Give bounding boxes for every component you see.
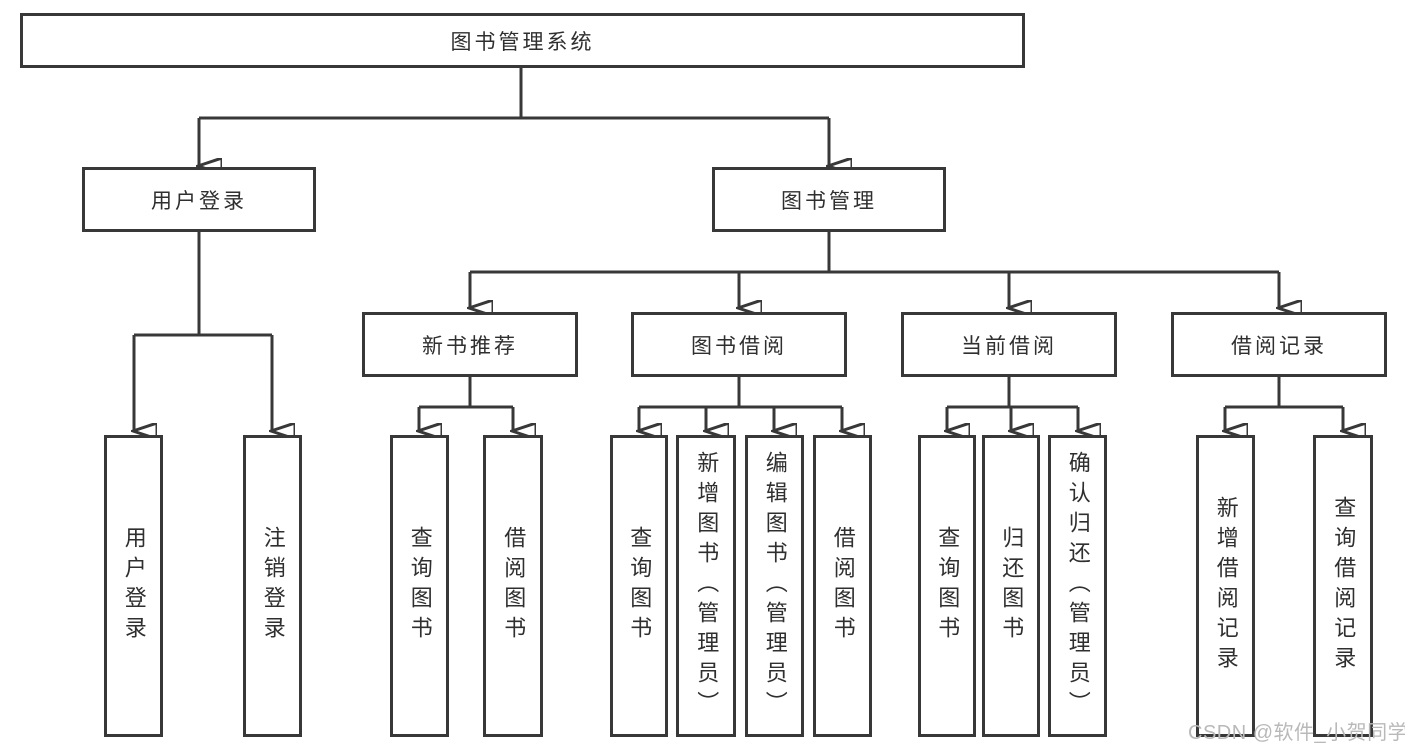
leaf-label: 确认归还（管理员）	[1065, 451, 1091, 721]
node-label: 借阅记录	[1231, 334, 1327, 358]
node-label: 图书借阅	[691, 334, 787, 358]
node-book-management: 图书管理	[712, 167, 946, 232]
node-label: 新书推荐	[422, 334, 518, 358]
leaf-label: 借阅图书	[830, 526, 856, 646]
leaf-confirm-return-admin: 确认归还（管理员）	[1048, 435, 1107, 737]
node-user-login: 用户登录	[82, 167, 316, 232]
node-library-management-system: 图书管理系统	[20, 13, 1025, 68]
node-current-borrowing: 当前借阅	[901, 312, 1117, 377]
leaf-label: 查询借阅记录	[1331, 496, 1357, 676]
node-new-book-recommend: 新书推荐	[362, 312, 578, 377]
leaf-label: 新增图书（管理员）	[694, 451, 720, 721]
leaf-label: 查询图书	[935, 526, 961, 646]
leaf-add-borrow-record: 新增借阅记录	[1196, 435, 1255, 737]
leaf-borrow-books-recommend: 借阅图书	[483, 435, 543, 737]
leaf-label: 编辑图书（管理员）	[762, 451, 788, 721]
leaf-query-borrow-record: 查询借阅记录	[1313, 435, 1373, 737]
leaf-label: 新增借阅记录	[1213, 496, 1239, 676]
leaf-query-books-current: 查询图书	[918, 435, 976, 737]
node-label: 当前借阅	[961, 334, 1057, 358]
leaf-logout: 注销登录	[243, 435, 302, 737]
leaf-query-books-recommend: 查询图书	[390, 435, 449, 737]
leaf-label: 借阅图书	[501, 526, 527, 646]
node-borrow-records: 借阅记录	[1171, 312, 1387, 377]
node-label: 图书管理系统	[450, 30, 595, 54]
leaf-query-books-borrowing: 查询图书	[610, 435, 668, 737]
leaf-borrow-books-borrowing: 借阅图书	[813, 435, 872, 737]
leaf-add-book-admin: 新增图书（管理员）	[676, 435, 736, 737]
leaf-edit-book-admin: 编辑图书（管理员）	[745, 435, 804, 737]
csdn-watermark: CSDN @软件_小贺同学	[1188, 722, 1405, 744]
leaf-label: 查询图书	[407, 526, 433, 646]
leaf-return-books: 归还图书	[982, 435, 1040, 737]
leaf-user-login: 用户登录	[104, 435, 163, 737]
leaf-label: 用户登录	[121, 526, 147, 646]
node-label: 图书管理	[781, 189, 877, 213]
leaf-label: 查询图书	[627, 526, 653, 646]
node-label: 用户登录	[151, 189, 247, 213]
leaf-label: 注销登录	[260, 526, 286, 646]
leaf-label: 归还图书	[999, 526, 1025, 646]
node-book-borrowing: 图书借阅	[631, 312, 847, 377]
